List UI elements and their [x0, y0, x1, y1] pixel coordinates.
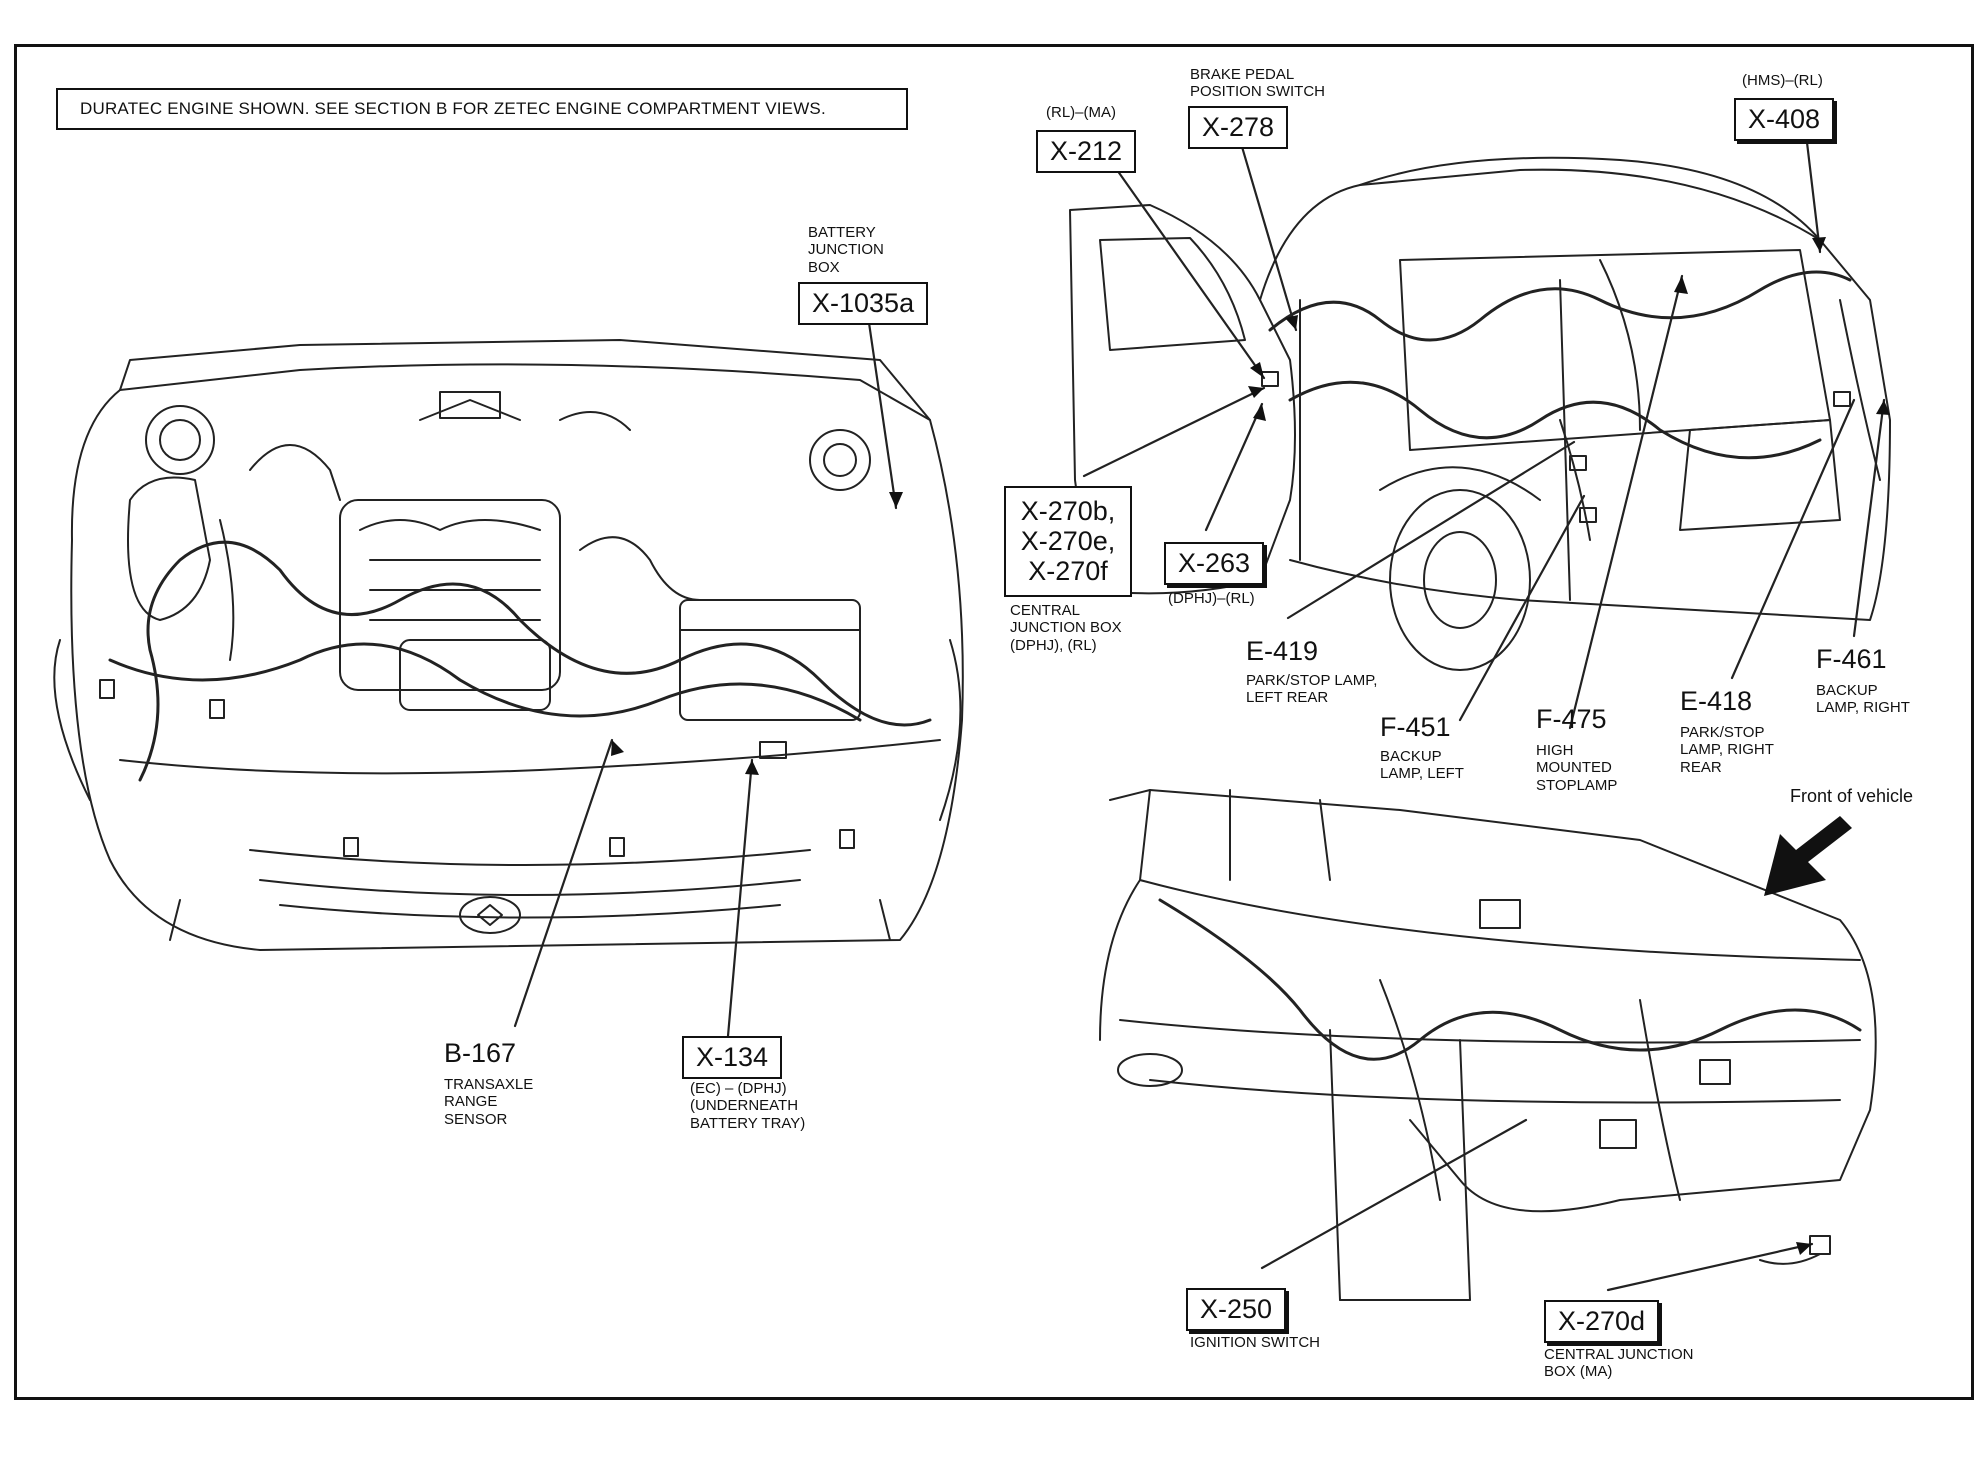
park-stop-lamp-right-rear-label: PARK/STOP LAMP, RIGHT REAR — [1680, 724, 1774, 776]
front-direction-arrow-icon — [1764, 816, 1852, 896]
connector-x-134-label: X-134 — [682, 1036, 783, 1079]
connector-e-419-label: E-419 — [1246, 636, 1319, 666]
connector-x-270b-e-f-label: X-270b, X-270e, X-270f — [1004, 486, 1132, 597]
connector-x-270d-label: X-270d — [1544, 1300, 1660, 1343]
connector-f-461-label: F-461 — [1816, 644, 1887, 674]
connector-x-278-label: X-278 — [1188, 106, 1289, 149]
x-408-circuit-label: (HMS)–(RL) — [1742, 72, 1823, 89]
central-junction-box-dphj-rl-label: CENTRAL JUNCTION BOX (DPHJ), (RL) — [1010, 602, 1122, 654]
callout-leaders — [513, 132, 1886, 1292]
connector-b-167-label: B-167 — [444, 1038, 517, 1068]
backup-lamp-left-label: BACKUP LAMP, LEFT — [1380, 748, 1464, 783]
connector-e-418-label: E-418 — [1680, 686, 1753, 716]
x-263-circuit-label: (DPHJ)–(RL) — [1168, 590, 1255, 607]
instrument-panel-illustration — [1099, 789, 1877, 1301]
connector-x-408-label: X-408 — [1734, 98, 1835, 141]
connector-x-212-label: X-212 — [1036, 130, 1137, 173]
park-stop-lamp-left-rear-label: PARK/STOP LAMP, LEFT REAR — [1246, 672, 1378, 707]
connector-x-263-label: X-263 — [1164, 542, 1265, 585]
brake-pedal-position-switch-label: BRAKE PEDAL POSITION SWITCH — [1190, 66, 1325, 101]
connector-f-451-label: F-451 — [1380, 712, 1451, 742]
transaxle-range-sensor-label: TRANSAXLE RANGE SENSOR — [444, 1076, 534, 1128]
battery-junction-box-label: BATTERY JUNCTION BOX — [808, 224, 884, 276]
diagram-frame — [14, 44, 1974, 1400]
x-212-circuit-label: (RL)–(MA) — [1046, 104, 1116, 121]
connector-x-250-label: X-250 — [1186, 1288, 1287, 1331]
arrowhead-icons — [611, 237, 1890, 1255]
central-junction-box-ma-label: CENTRAL JUNCTION BOX (MA) — [1544, 1346, 1694, 1381]
engine-compartment-illustration — [53, 339, 964, 951]
connector-x-1035a-label: X-1035a — [798, 282, 929, 325]
front-of-vehicle-label: Front of vehicle — [1790, 786, 1914, 806]
high-mounted-stoplamp-label: HIGH MOUNTED STOPLAMP — [1536, 742, 1618, 794]
battery-tray-label: (EC) – (DPHJ) (UNDERNEATH BATTERY TRAY) — [690, 1080, 806, 1132]
engine-note-box: DURATEC ENGINE SHOWN. SEE SECTION B FOR … — [56, 88, 908, 130]
ignition-switch-label: IGNITION SWITCH — [1190, 1334, 1320, 1351]
connector-f-475-label: F-475 — [1536, 704, 1607, 734]
backup-lamp-right-label: BACKUP LAMP, RIGHT — [1816, 682, 1910, 717]
